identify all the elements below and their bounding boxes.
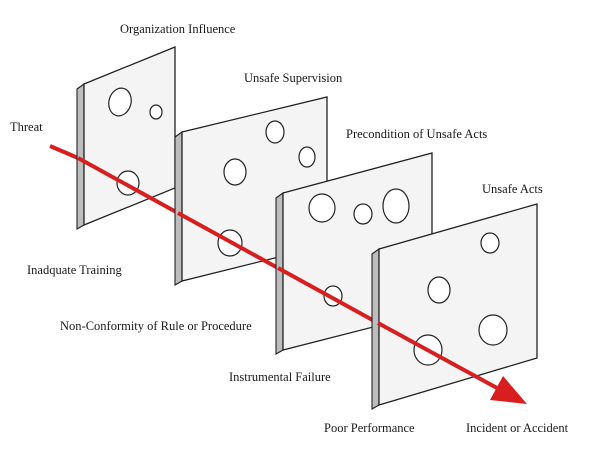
threat-arrow-head: [490, 376, 527, 404]
hole: [382, 188, 410, 224]
hole: [149, 104, 163, 120]
threat-arrow-segment-1: [77, 156, 179, 215]
layer-label-supervision: Unsafe Supervision: [244, 71, 343, 85]
hole: [298, 146, 316, 168]
hole-label-training: Inadquate Training: [27, 263, 123, 277]
hole: [265, 120, 285, 144]
threat-arrow-segment-4: [377, 321, 498, 390]
layer-label-acts: Unsafe Acts: [482, 182, 543, 196]
hole-label-nonconformity: Non-Conformity of Rule or Procedure: [60, 319, 252, 333]
outcome-label: Incident or Accident: [466, 421, 569, 435]
layer-label-organization: Organization Influence: [120, 22, 236, 36]
layer-label-preconditions: Precondition of Unsafe Acts: [346, 127, 487, 141]
threat-arrow-segment-2: [177, 211, 279, 270]
hole-label-performance: Poor Performance: [324, 421, 415, 435]
hole-label-instrumental: Instrumental Failure: [229, 370, 331, 384]
hole: [480, 232, 500, 254]
threat-arrow-segment-entry: [49, 144, 79, 160]
hole: [223, 158, 247, 186]
hole: [308, 193, 336, 223]
layer-plate-acts: [371, 203, 538, 410]
threat-label: Threat: [10, 120, 43, 134]
hole: [478, 314, 508, 346]
hole: [108, 87, 132, 117]
hole: [427, 276, 451, 304]
threat-arrow-segment-3: [277, 266, 379, 325]
hole: [353, 203, 373, 225]
